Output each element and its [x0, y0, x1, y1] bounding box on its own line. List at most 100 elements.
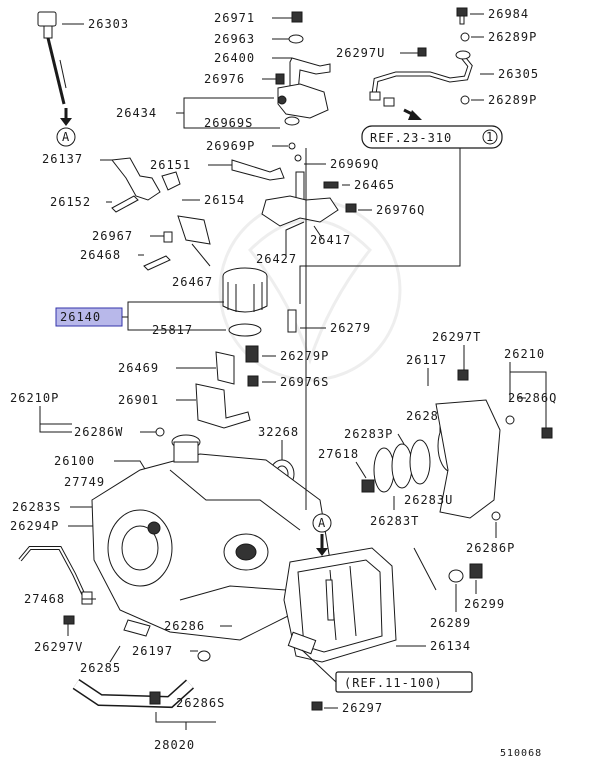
label-26400[interactable]: 26400 — [214, 51, 255, 65]
pin-26152[interactable] — [111, 195, 139, 213]
label-26210[interactable]: 26210 — [504, 347, 545, 361]
label-26154[interactable]: 26154 — [204, 193, 245, 207]
label-32268[interactable]: 32268 — [258, 425, 299, 439]
dipstick-part[interactable] — [37, 11, 67, 105]
label-26299[interactable]: 26299 — [464, 597, 505, 611]
label-26417[interactable]: 26417 — [310, 233, 351, 247]
label-26286P[interactable]: 26286P — [466, 541, 515, 555]
oil-pan-26134[interactable] — [283, 547, 397, 663]
bolt-26976[interactable] — [275, 73, 285, 85]
label-26976Q[interactable]: 26976Q — [376, 203, 425, 217]
label-27749[interactable]: 27749 — [64, 475, 105, 489]
ref-11-100-box[interactable] — [335, 671, 473, 693]
switch-26434[interactable] — [277, 83, 329, 119]
label-26279[interactable]: 26279 — [330, 321, 371, 335]
label-26285[interactable]: 26285 — [80, 661, 121, 675]
label-26969P[interactable]: 26969P — [206, 139, 255, 153]
label-26210P[interactable]: 26210P — [10, 391, 59, 405]
label-26286[interactable]: 26286 — [164, 619, 205, 633]
part-27618[interactable] — [361, 479, 375, 493]
label-26984[interactable]: 26984 — [488, 7, 529, 21]
label-26197[interactable]: 26197 — [132, 644, 173, 658]
label-27468[interactable]: 27468 — [24, 592, 65, 606]
plug-26279[interactable] — [287, 309, 297, 333]
rod-26151[interactable] — [231, 159, 285, 181]
label-26976[interactable]: 26976 — [204, 72, 245, 86]
clip-26967[interactable] — [163, 231, 173, 243]
label-26434[interactable]: 26434 — [116, 106, 157, 120]
bolt-26984[interactable] — [456, 7, 468, 17]
bolt-26210[interactable] — [541, 427, 553, 439]
label-26901[interactable]: 26901 — [118, 393, 159, 407]
bolt-26976S[interactable] — [247, 375, 259, 387]
label-26289P-a[interactable]: 26289P — [488, 30, 537, 44]
label-26305[interactable]: 26305 — [498, 67, 539, 81]
plate-26467[interactable] — [177, 215, 211, 245]
label-26283U[interactable]: 26283U — [404, 493, 453, 507]
sensor-26469[interactable] — [215, 351, 235, 385]
hose-28020[interactable] — [72, 679, 195, 709]
label-26137[interactable]: 26137 — [42, 152, 83, 166]
label-26152[interactable]: 26152 — [50, 195, 91, 209]
label-26286Q[interactable]: 26286Q — [508, 391, 557, 405]
label-26283T[interactable]: 26283T — [370, 514, 419, 528]
label-25817[interactable]: 25817 — [152, 323, 193, 337]
callout-a-bottom — [312, 513, 332, 533]
label-26297V[interactable]: 26297V — [34, 640, 83, 654]
label-26283P[interactable]: 26283P — [344, 427, 393, 441]
bolt-26297[interactable] — [311, 701, 323, 711]
sector-26427[interactable] — [261, 195, 339, 227]
plug-26279P[interactable] — [245, 345, 259, 363]
label-26286S[interactable]: 26286S — [176, 696, 225, 710]
washer-26963[interactable] — [288, 34, 304, 44]
label-26294P[interactable]: 26294P — [10, 519, 59, 533]
label-26467[interactable]: 26467 — [172, 275, 213, 289]
label-26969Q[interactable]: 26969Q — [330, 157, 379, 171]
bolt-26297U[interactable] — [417, 47, 427, 57]
oil-filter-26140[interactable] — [222, 267, 268, 313]
label-26971[interactable]: 26971 — [214, 11, 255, 25]
ref-23-310-box[interactable] — [361, 125, 503, 149]
nut-26971[interactable] — [291, 11, 303, 23]
o-ring-25817[interactable] — [228, 323, 262, 337]
label-26286W[interactable]: 26286W — [74, 425, 123, 439]
label-26140[interactable]: 26140 — [60, 310, 101, 324]
label-26967[interactable]: 26967 — [92, 229, 133, 243]
label-26283S[interactable]: 26283S — [12, 500, 61, 514]
pin-26468[interactable] — [143, 255, 171, 271]
cooler-pipe-26305[interactable] — [369, 50, 473, 107]
gasket-26289[interactable] — [448, 569, 464, 583]
label-28020[interactable]: 28020 — [154, 738, 195, 752]
label-26969S[interactable]: 26969S — [204, 116, 253, 130]
bolt-26297T[interactable] — [457, 369, 469, 381]
label-26100[interactable]: 26100 — [54, 454, 95, 468]
ref-23-310-label[interactable]: REF.23-310 — [370, 131, 452, 145]
label-26963[interactable]: 26963 — [214, 32, 255, 46]
bracket-26137[interactable] — [111, 157, 161, 201]
label-26427[interactable]: 26427 — [256, 252, 297, 266]
label-26117[interactable]: 26117 — [406, 353, 447, 367]
shift-lever-26400[interactable] — [289, 57, 331, 93]
bracket-26901[interactable] — [195, 383, 251, 429]
label-26297U[interactable]: 26297U — [336, 46, 385, 60]
label-26976S[interactable]: 26976S — [280, 375, 329, 389]
label-26279P[interactable]: 26279P — [280, 349, 329, 363]
pipe-27468[interactable] — [18, 546, 93, 605]
plug-26299[interactable] — [469, 563, 483, 579]
o-ring-26197[interactable] — [197, 650, 211, 662]
label-26297T[interactable]: 26297T — [432, 330, 481, 344]
label-27618[interactable]: 27618 — [318, 447, 359, 461]
label-26134[interactable]: 26134 — [430, 639, 471, 653]
label-26303[interactable]: 26303 — [88, 17, 129, 31]
ref-23-310-circle — [482, 129, 498, 145]
housing-26117[interactable] — [435, 399, 501, 519]
label-26289P-b[interactable]: 26289P — [488, 93, 537, 107]
label-26297[interactable]: 26297 — [342, 701, 383, 715]
ref-11-100-label[interactable]: (REF.11-100) — [344, 676, 443, 690]
label-26289[interactable]: 26289 — [430, 616, 471, 630]
label-26151[interactable]: 26151 — [150, 158, 191, 172]
label-26468[interactable]: 26468 — [80, 248, 121, 262]
label-26469[interactable]: 26469 — [118, 361, 159, 375]
label-26465[interactable]: 26465 — [354, 178, 395, 192]
